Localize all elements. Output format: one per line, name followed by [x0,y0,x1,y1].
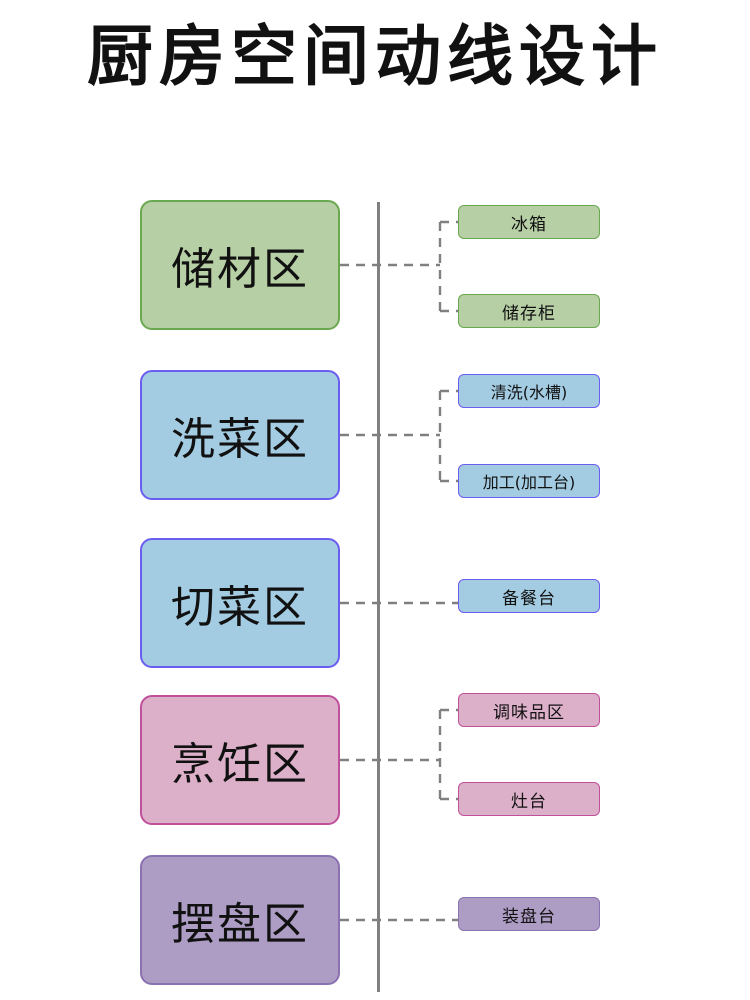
sub-item-label: 储存柜 [502,303,556,324]
zone-box-storage[interactable]: 储材区 [140,200,340,330]
zone-box-washing[interactable]: 洗菜区 [140,370,340,500]
zone-box-cutting[interactable]: 切菜区 [140,538,340,668]
sub-item-box[interactable]: 清洗(水槽) [458,374,600,408]
sub-item-box[interactable]: 灶台 [458,782,600,816]
zone-label: 洗菜区 [171,414,309,465]
workflow-spine-line [377,202,380,992]
zone-box-cooking[interactable]: 烹饪区 [140,695,340,825]
zone-box-plating[interactable]: 摆盘区 [140,855,340,985]
sub-item-label: 冰箱 [511,214,547,235]
sub-item-box[interactable]: 备餐台 [458,579,600,613]
sub-item-box[interactable]: 调味品区 [458,693,600,727]
page-title: 厨房空间动线设计 [87,18,663,95]
zone-label: 切菜区 [171,582,309,633]
sub-item-label: 加工(加工台) [482,473,576,492]
zone-label: 烹饪区 [171,739,309,790]
sub-item-label: 清洗(水槽) [490,383,568,402]
sub-item-box[interactable]: 装盘台 [458,897,600,931]
zone-label: 储材区 [171,244,309,295]
zone-label: 摆盘区 [171,899,309,950]
sub-item-label: 调味品区 [493,702,565,723]
sub-item-label: 备餐台 [502,588,556,609]
sub-item-box[interactable]: 储存柜 [458,294,600,328]
sub-item-box[interactable]: 加工(加工台) [458,464,600,498]
sub-item-label: 装盘台 [502,906,556,927]
sub-item-box[interactable]: 冰箱 [458,205,600,239]
sub-item-label: 灶台 [511,791,547,812]
